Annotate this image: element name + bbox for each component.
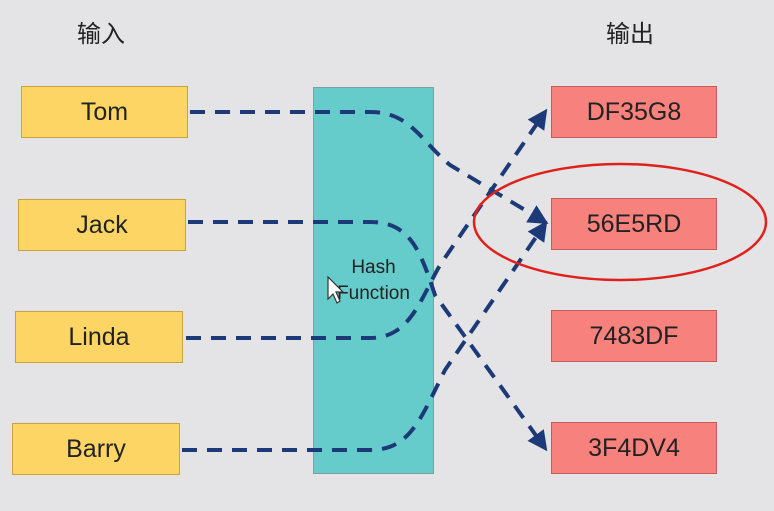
hash-function-box (313, 87, 434, 474)
input-box-linda: Linda (15, 311, 183, 363)
arrow-tom-to-56e5rd (190, 110, 549, 225)
output-box-56e5rd: 56E5RD (551, 198, 717, 250)
output-box-7483df: 7483DF (551, 310, 717, 362)
highlight-ellipse (472, 162, 768, 282)
input-header: 输入 (77, 20, 125, 48)
arrow-jack-to-3f4dv4 (188, 220, 548, 452)
output-box-df35g8: DF35G8 (551, 86, 717, 138)
hash-label-line1: Hash (351, 257, 396, 278)
output-box-3f4dv4: 3F4DV4 (551, 422, 717, 474)
arrow-barry-to-56e5rd (182, 220, 548, 452)
input-box-barry: Barry (12, 423, 180, 475)
input-box-tom: Tom (21, 86, 188, 138)
input-box-jack: Jack (18, 199, 186, 251)
hash-label-line2: Function (337, 283, 410, 304)
output-header: 输出 (606, 20, 654, 48)
mouse-cursor-icon (327, 275, 345, 304)
arrow-linda-to-df35g8 (186, 108, 548, 340)
